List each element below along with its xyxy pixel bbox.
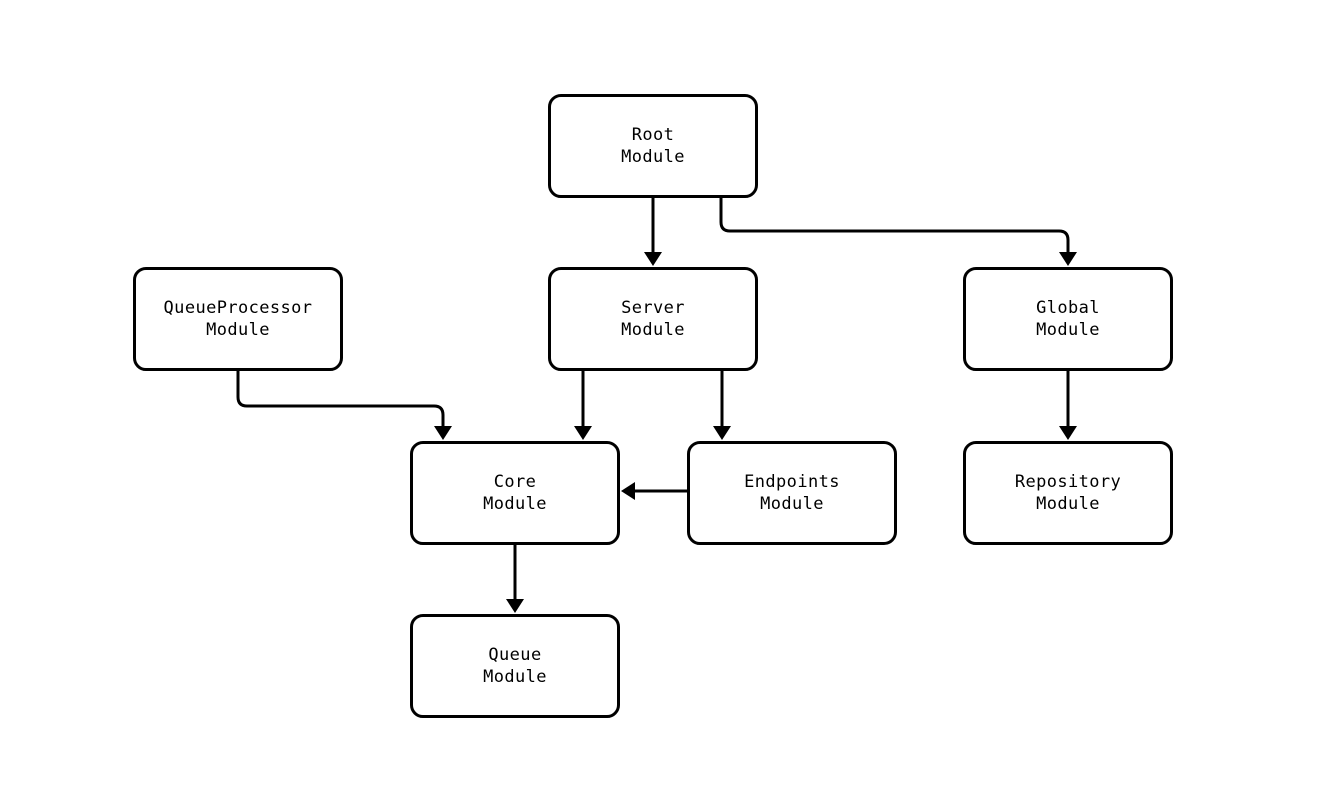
arrowheads-group	[434, 252, 1077, 613]
node-label-primary: Core	[493, 472, 537, 492]
arrowhead-icon	[1059, 426, 1077, 440]
edge-root-to-global	[719, 198, 1070, 258]
arrowhead-icon	[621, 482, 635, 500]
arrowhead-icon	[574, 426, 592, 440]
arrowhead-icon	[434, 426, 452, 440]
edge-queueprocessor-to-core	[236, 371, 445, 432]
node-label-primary: Repository	[1014, 472, 1122, 492]
edges-group	[236, 198, 1070, 605]
node-label-secondary: Module	[621, 147, 685, 167]
node-label-secondary: Module	[483, 494, 547, 514]
node-label-secondary: Module	[206, 320, 270, 340]
node-label-secondary: Module	[1036, 494, 1100, 514]
node-label-secondary: Module	[1036, 320, 1100, 340]
node-label-primary: Queue	[488, 645, 542, 665]
node-label-secondary: Module	[621, 320, 685, 340]
node-label-primary: QueueProcessor	[163, 298, 313, 318]
node-label-primary: Global	[1036, 298, 1100, 318]
arrowhead-icon	[1059, 252, 1077, 266]
node-label-primary: Server	[621, 298, 685, 318]
node-label-secondary: Module	[483, 667, 547, 687]
node-label-secondary: Module	[760, 494, 824, 514]
arrowhead-icon	[506, 599, 524, 613]
arrowhead-icon	[713, 426, 731, 440]
node-label-primary: Root	[631, 125, 675, 145]
arrowhead-icon	[644, 252, 662, 266]
node-label-primary: Endpoints	[744, 472, 840, 492]
